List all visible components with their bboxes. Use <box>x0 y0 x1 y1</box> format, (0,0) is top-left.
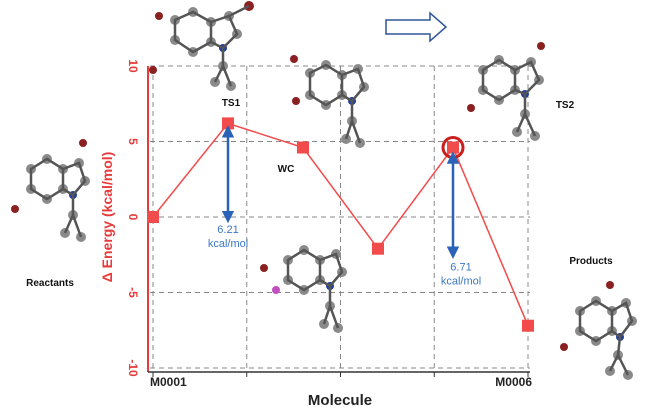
barrier-annotations: 6.21 kcal/mol 6.71 kcal/mol <box>208 125 481 288</box>
y-axis-label: Δ Energy (kcal/mol) <box>99 152 115 283</box>
barrier-2-unit: kcal/mol <box>441 276 481 288</box>
molecule-structure-ts2 <box>467 42 545 141</box>
point-label-ts2: TS2 <box>556 100 575 111</box>
point-label-wc: WC <box>278 164 295 175</box>
y-tick-label: 10 <box>126 59 140 73</box>
data-point-marker <box>147 211 159 223</box>
barrier-1-unit: kcal/mol <box>208 238 248 250</box>
side-label-reactants: Reactants <box>26 278 74 289</box>
y-tick-label: -5 <box>126 287 140 298</box>
direction-arrow-icon <box>385 11 448 43</box>
point-label-ts1: TS1 <box>222 98 241 109</box>
barrier-2-value: 6.71 <box>450 262 471 274</box>
side-label-products: Products <box>569 256 613 267</box>
molecule-structure-intermediate <box>260 245 347 333</box>
y-tick-label: 5 <box>126 138 140 145</box>
molecule-structure-ts1 <box>149 1 254 91</box>
data-point-marker <box>297 141 309 154</box>
series-line <box>152 122 529 327</box>
x-tick-label-first: M0001 <box>150 375 187 389</box>
axes: 10 5 0 -5 -10 Δ Energy (kcal/mol) M0001 M0006Mo… <box>99 59 532 409</box>
data-point-marker <box>372 242 384 255</box>
x-axis-label: Molecule <box>308 392 372 409</box>
data-point-marker <box>522 319 534 332</box>
data-point-marker <box>447 141 459 154</box>
molecule-structure-products <box>560 281 637 380</box>
barrier-1-value: 6.21 <box>217 224 238 236</box>
y-tick-label: -10 <box>126 359 140 377</box>
data-point-marker <box>222 117 234 130</box>
x-tick-label-last: M0006 <box>495 375 532 389</box>
y-tick-label: 0 <box>126 214 140 221</box>
molecule-structure-reactants <box>11 139 90 242</box>
molecule-structure-wc <box>290 55 369 148</box>
